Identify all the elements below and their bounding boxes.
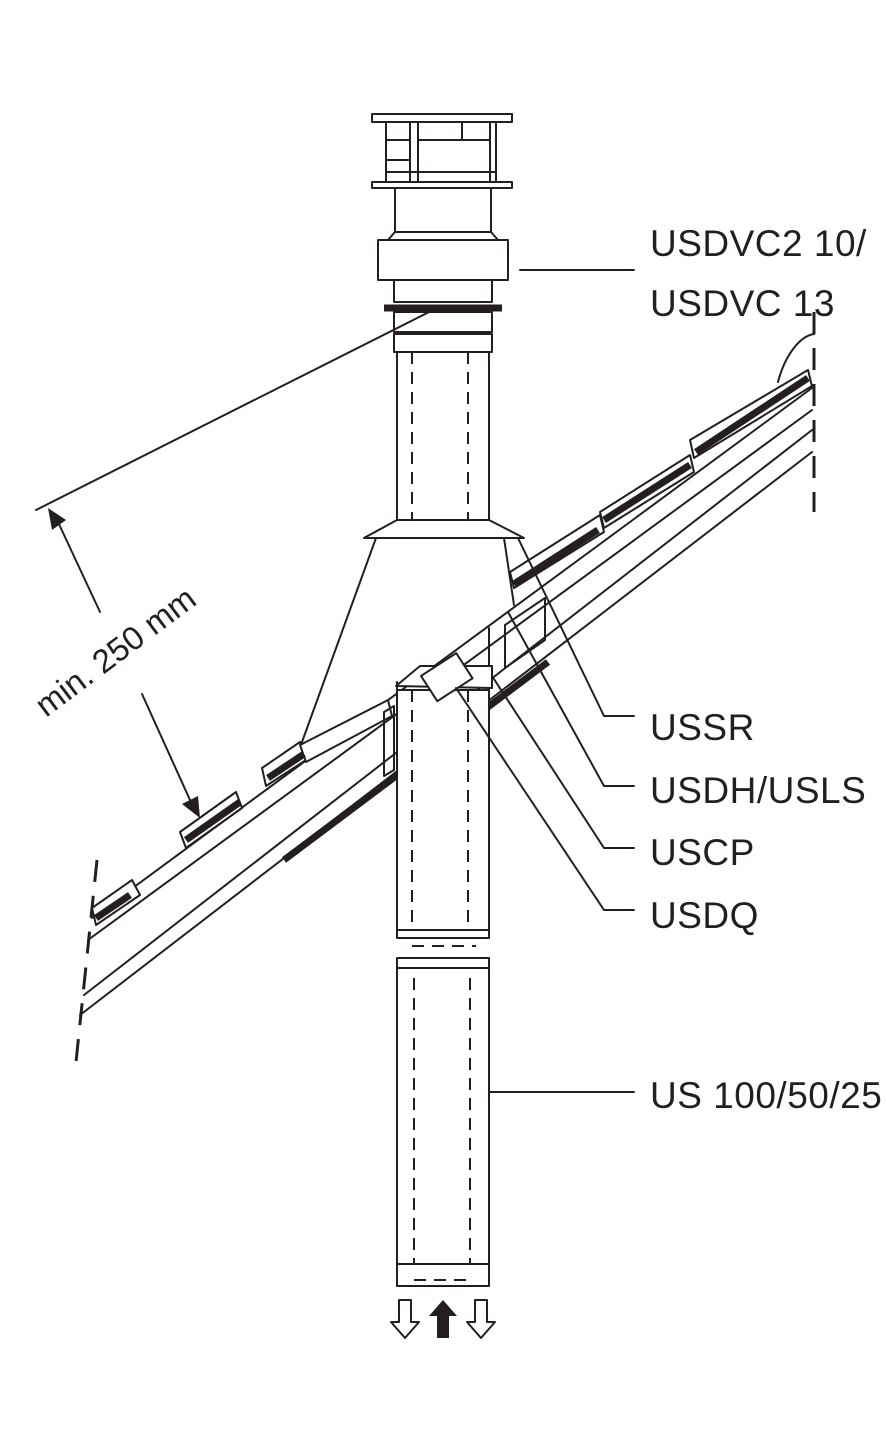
storm-collar [363, 519, 525, 539]
ridge-curve [777, 333, 815, 383]
label-uscp: USCP [650, 832, 755, 873]
leader-usdq [455, 687, 635, 911]
label-pipe: US 100/50/25 [650, 1075, 882, 1116]
left-slot [383, 705, 395, 777]
label-usdh: USDH/USLS [650, 770, 866, 811]
filled-up-arrow [429, 1300, 457, 1338]
label-usdq: USDQ [650, 895, 759, 936]
dim-line-upper [57, 521, 101, 613]
tiles-right [509, 369, 813, 589]
outlined-down-arrow [390, 1299, 420, 1339]
right-slot [504, 597, 546, 669]
dim-arrow-top [48, 508, 66, 530]
flue-pipe [301, 351, 525, 1287]
dim-line-lower [141, 693, 191, 801]
tiles-left [91, 699, 393, 926]
chimney-cap [371, 113, 513, 353]
label-ussr: USSR [650, 707, 755, 748]
leader-ussr [517, 537, 635, 717]
label-cap: USDVC2 10/ [650, 223, 867, 264]
leader-usdh [507, 611, 635, 787]
flashing-cone [301, 537, 515, 743]
clamp-block [420, 652, 474, 703]
leaders [455, 269, 635, 1093]
leader-uscp [491, 675, 635, 849]
dim-extension-line [35, 307, 438, 511]
dimension: min. 250 mm [28, 307, 438, 818]
label-cap-2: USDVC 13 [650, 283, 835, 324]
dimension-text: min. 250 mm [28, 579, 203, 723]
dim-arrow-bottom [182, 796, 200, 818]
outlined-down-arrow [466, 1299, 496, 1339]
flow-arrows [390, 1299, 496, 1339]
roof-cut-left [74, 859, 99, 1063]
labels: USDVC2 10/ USDVC 13 USSR USDH/USLS USCP … [650, 223, 882, 1116]
